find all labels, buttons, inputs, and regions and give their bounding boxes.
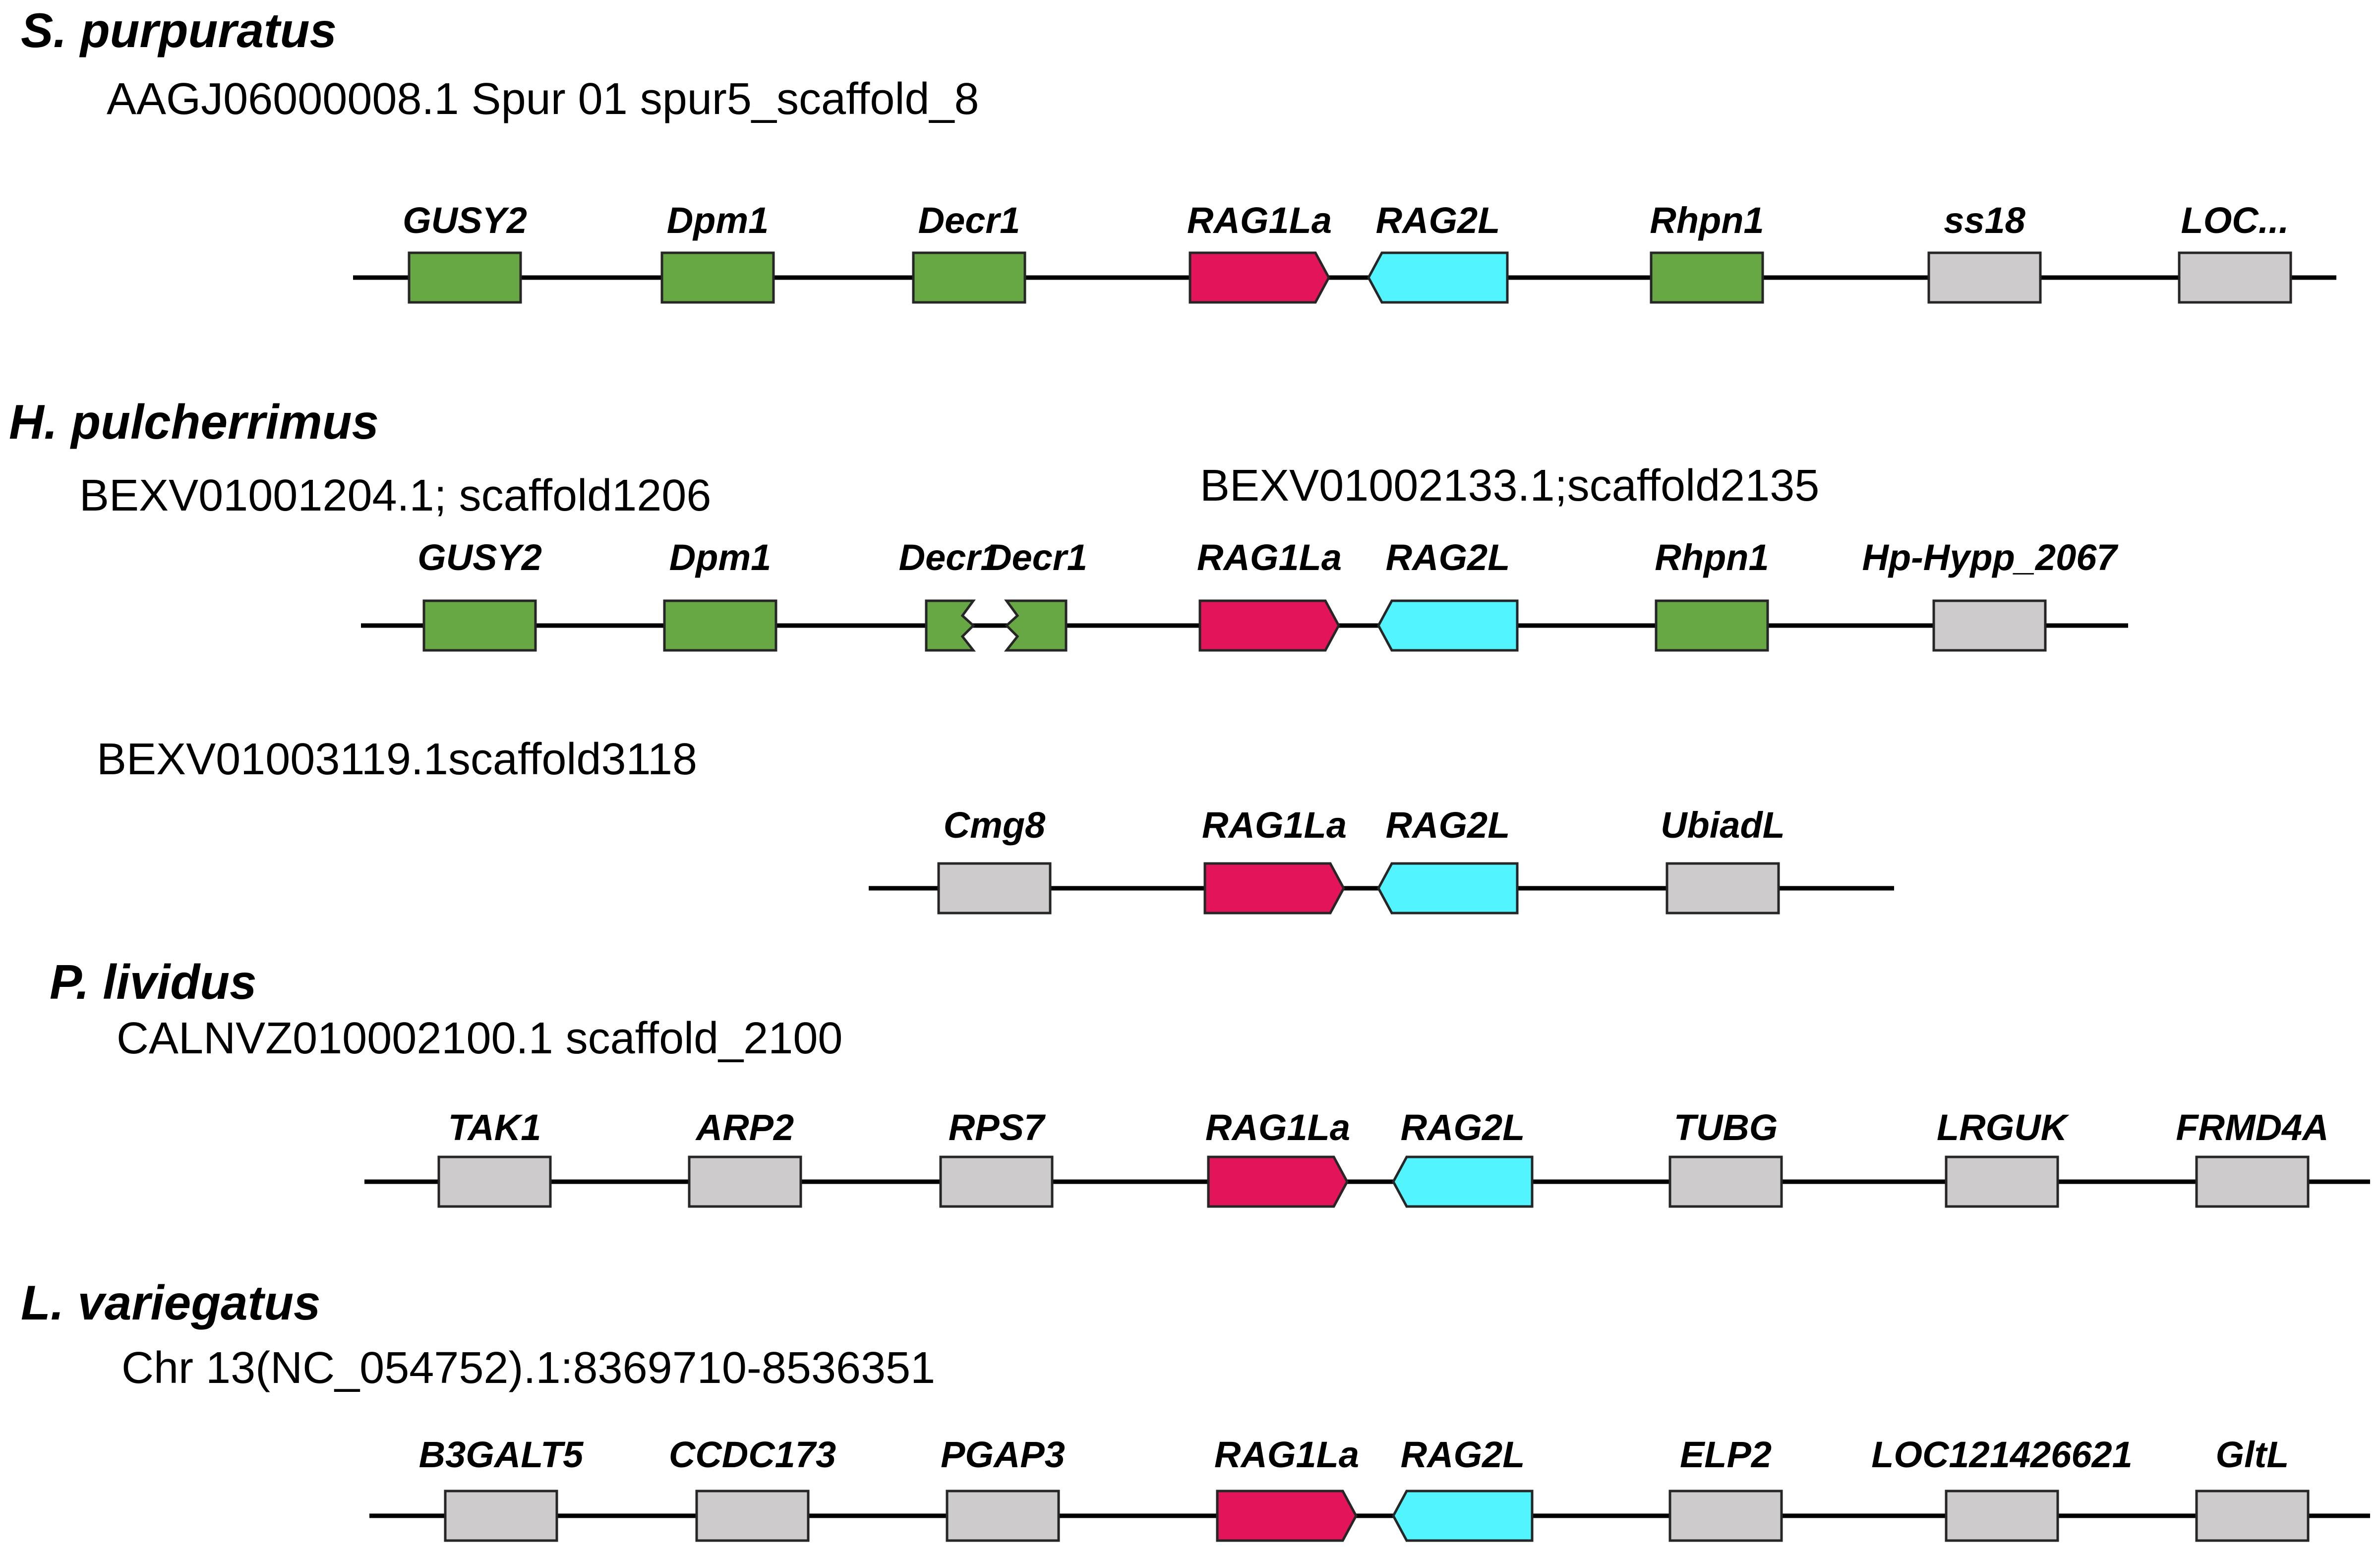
gene-box <box>1668 1155 1783 1208</box>
gene-box <box>1945 1155 2059 1208</box>
gene-label: RAG1La <box>1202 804 1347 846</box>
gene-label: Dpm1 <box>667 200 769 241</box>
gene-label: LRGUK <box>1937 1107 2070 1148</box>
gene-label: ss18 <box>1944 200 2025 241</box>
gene-label: RAG1La <box>1187 200 1332 241</box>
gene-box <box>946 1490 1060 1542</box>
gene-label: Cmg8 <box>944 804 1046 846</box>
gene-label: RAG2L <box>1386 804 1510 846</box>
gene-box <box>2195 1155 2310 1208</box>
gene-box <box>660 251 775 304</box>
gene-box <box>1668 1490 1783 1542</box>
scaffold-accession: Chr 13(NC_054752).1:8369710-8536351 <box>121 1343 935 1393</box>
species-name: P. lividus <box>50 955 257 1009</box>
gene-box <box>912 251 1026 304</box>
gene-box <box>437 1155 552 1208</box>
gene-box <box>1650 251 1764 304</box>
scaffold-accession-right: BEXV01002133.1;scaffold2135 <box>1200 461 1819 511</box>
gene-box <box>2178 251 2292 304</box>
gene-label: LOC121426621 <box>1871 1434 2133 1475</box>
gene-label: TUBG <box>1674 1107 1778 1148</box>
gene-label: Decr1 <box>899 537 1001 578</box>
gene-label: B3GALT5 <box>419 1434 585 1475</box>
gene-box <box>408 251 522 304</box>
gene-box <box>2195 1490 2310 1542</box>
gene-label: LOC... <box>2181 200 2289 241</box>
gene-box <box>1655 599 1769 652</box>
gene-label: GltL <box>2216 1434 2289 1475</box>
gene-label: RAG1La <box>1205 1107 1350 1148</box>
gene-label: PGAP3 <box>941 1434 1065 1475</box>
gene-label: FRMD4A <box>2176 1107 2328 1148</box>
gene-label: RAG1La <box>1214 1434 1359 1475</box>
gene-box <box>1932 599 2047 652</box>
gene-box <box>925 599 976 652</box>
species-name: H. pulcherrimus <box>9 395 379 449</box>
gene-box <box>1392 1490 1534 1542</box>
gene-box <box>1198 599 1340 652</box>
scaffold-accession: AAGJ06000008.1 Spur 01 spur5_scaffold_8 <box>107 74 979 124</box>
gene-label: Dpm1 <box>669 537 772 578</box>
gene-box <box>663 599 777 652</box>
gene-label: GUSY2 <box>417 537 542 578</box>
gene-box <box>1207 1155 1349 1208</box>
species-name: L. variegatus <box>21 1275 321 1330</box>
gene-label: TAK1 <box>448 1107 541 1148</box>
gene-label: RAG2L <box>1401 1434 1525 1475</box>
gene-label: CCDC173 <box>669 1434 836 1475</box>
gene-box <box>1377 599 1519 652</box>
gene-label: RAG2L <box>1386 537 1510 578</box>
gene-box <box>688 1155 802 1208</box>
gene-box <box>422 599 537 652</box>
gene-box <box>1666 862 1780 915</box>
gene-box <box>1203 862 1345 915</box>
gene-box <box>444 1490 558 1542</box>
gene-label: GUSY2 <box>403 200 527 241</box>
gene-label: Rhpn1 <box>1650 200 1764 241</box>
gene-label: ARP2 <box>695 1107 794 1148</box>
species-name: S. purpuratus <box>21 3 337 57</box>
gene-box <box>1927 251 2042 304</box>
gene-box <box>1377 862 1519 915</box>
gene-label: RAG1La <box>1197 537 1342 578</box>
gene-label: Decr1 <box>918 200 1020 241</box>
gene-box <box>939 1155 1054 1208</box>
gene-label: Rhpn1 <box>1655 537 1769 578</box>
gene-box <box>1216 1490 1358 1542</box>
gene-box <box>1392 1155 1534 1208</box>
gene-label: Decr1 <box>985 537 1087 578</box>
gene-label: UbiadL <box>1661 804 1785 846</box>
gene-box <box>1189 251 1330 304</box>
gene-box <box>695 1490 810 1542</box>
gene-label: Hp-Hypp_2067 <box>1862 537 2119 578</box>
scaffold-accession: CALNVZ010002100.1 scaffold_2100 <box>117 1014 842 1063</box>
gene-label: RAG2L <box>1376 200 1500 241</box>
gene-box <box>1945 1490 2059 1542</box>
gene-label: ELP2 <box>1680 1434 1772 1475</box>
gene-box <box>1367 251 1509 304</box>
scaffold-accession: BEXV01001204.1; scaffold1206 <box>79 471 711 520</box>
gene-label: RAG2L <box>1401 1107 1525 1148</box>
gene-box <box>1004 599 1068 652</box>
gene-label: RPS7 <box>949 1107 1046 1148</box>
scaffold-accession: BEXV01003119.1scaffold3118 <box>97 735 697 784</box>
gene-box <box>937 862 1052 915</box>
